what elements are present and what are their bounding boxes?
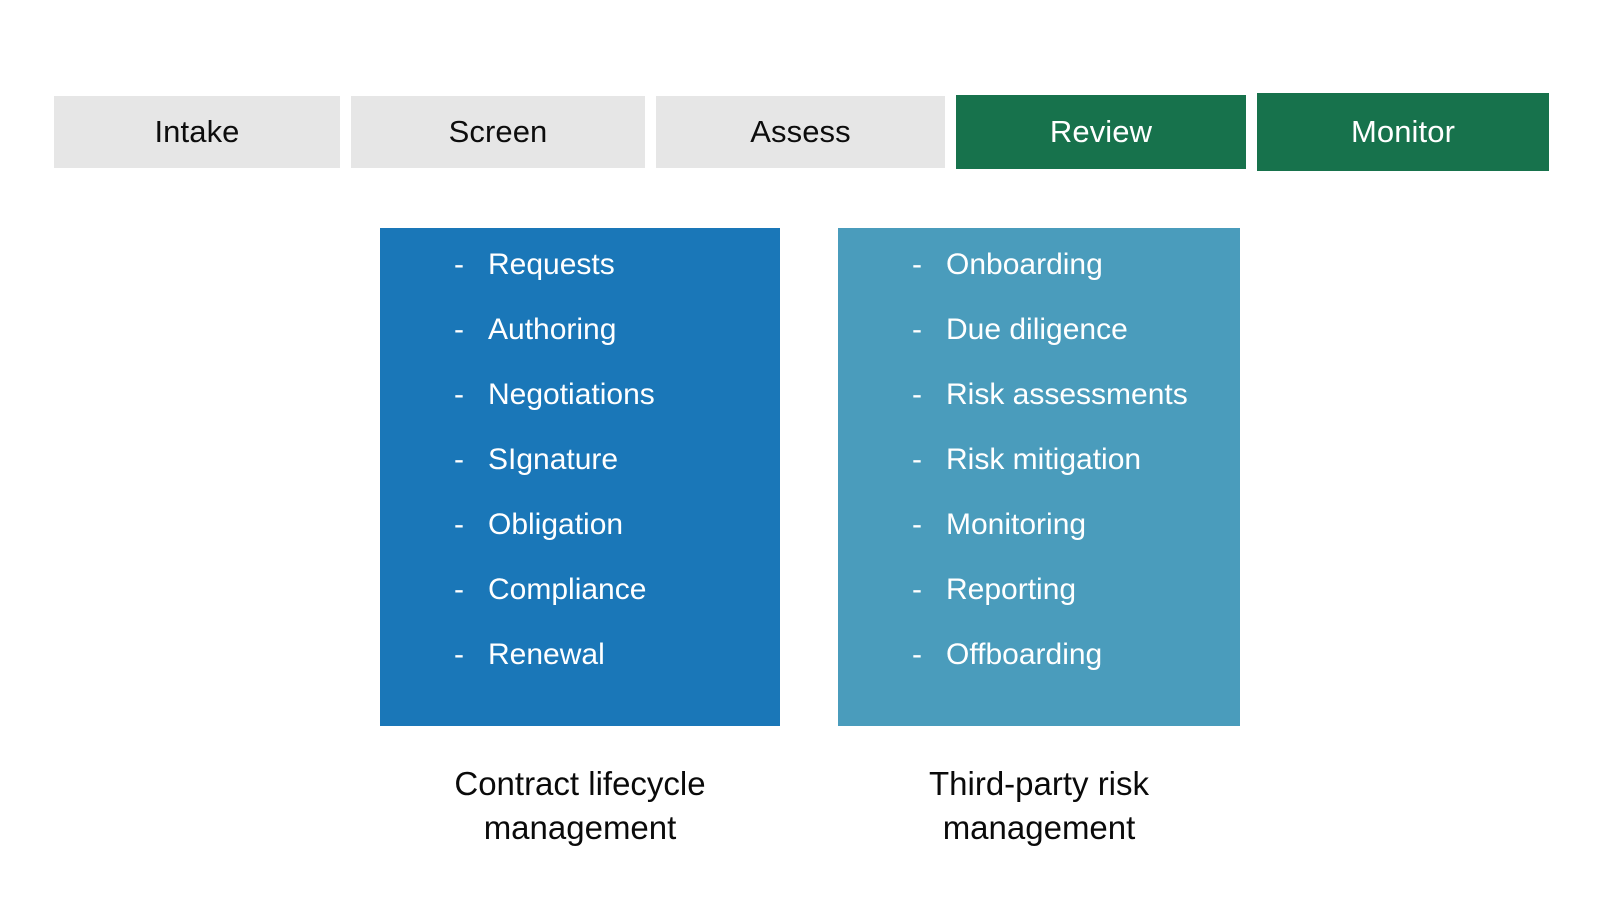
list-item[interactable]: - Due diligence [912,312,1226,380]
list-item[interactable]: - Offboarding [912,637,1226,705]
list-item-label: SIgnature [488,442,619,476]
list-item[interactable]: - Negotiations [454,377,766,445]
dash-bullet-icon: - [454,572,464,606]
list-item[interactable]: - Risk mitigation [912,442,1226,510]
list-item-label: Risk mitigation [946,442,1142,476]
list-item-label: Onboarding [946,247,1103,281]
panel-clm-caption: Contract lifecycle management [454,765,706,846]
list-item[interactable]: - Onboarding [912,247,1226,315]
tab-divider [945,96,956,168]
list-item[interactable]: - Monitoring [912,507,1226,575]
list-item-label: Authoring [488,312,617,346]
dash-bullet-icon: - [912,312,922,346]
dash-bullet-icon: - [454,247,464,281]
list-item[interactable]: - Requests [454,247,766,315]
list-item[interactable]: - Compliance [454,572,766,640]
list-item-label: Reporting [946,572,1077,606]
panel-clm-list: - Requests - Authoring - Negotiations - … [454,247,766,705]
stage-tab-review[interactable]: Review [956,95,1246,169]
list-item-label: Due diligence [946,312,1128,346]
list-item-label: Negotiations [488,377,655,411]
dash-bullet-icon: - [912,507,922,541]
stage-tab-intake[interactable]: Intake [54,96,340,168]
list-item[interactable]: - Authoring [454,312,766,380]
list-item-label: Monitoring [946,507,1087,541]
dash-bullet-icon: - [912,572,922,606]
list-item-label: Risk assessments [946,377,1188,411]
dash-bullet-icon: - [912,247,922,281]
list-item-label: Renewal [488,637,605,671]
list-item-label: Offboarding [946,637,1103,671]
process-stage-tabs: Intake Screen Assess Review Monitor [54,93,1549,171]
list-item[interactable]: - Reporting [912,572,1226,640]
stage-tab-label: Review [1049,114,1153,149]
dash-bullet-icon: - [912,442,922,476]
dash-bullet-icon: - [454,442,464,476]
dash-bullet-icon: - [912,637,922,671]
stage-tab-screen[interactable]: Screen [351,96,645,168]
panel-tprm-list: - Onboarding - Due diligence - Risk asse… [912,247,1226,705]
dash-bullet-icon: - [454,507,464,541]
list-item[interactable]: - Renewal [454,637,766,705]
panel-tprm-caption: Third-party risk management [928,765,1150,846]
dash-bullet-icon: - [454,637,464,671]
panel-contract-lifecycle-management: - Requests - Authoring - Negotiations - … [380,228,780,726]
stage-tab-assess[interactable]: Assess [656,96,945,168]
list-item-label: Obligation [488,507,624,541]
dash-bullet-icon: - [454,377,464,411]
stage-tab-label: Screen [448,114,548,149]
panel-third-party-risk-management: - Onboarding - Due diligence - Risk asse… [838,228,1240,726]
list-item[interactable]: - Obligation [454,507,766,575]
tab-divider [1246,96,1257,168]
list-item[interactable]: - Risk assessments [912,377,1226,445]
tab-divider [340,96,351,168]
list-item-label: Requests [488,247,615,281]
stage-tab-monitor[interactable]: Monitor [1257,93,1549,171]
list-item[interactable]: - SIgnature [454,442,766,510]
dash-bullet-icon: - [454,312,464,346]
stage-tab-label: Assess [750,114,851,149]
stage-tab-label: Intake [154,114,240,149]
dash-bullet-icon: - [912,377,922,411]
tab-divider [645,96,656,168]
list-item-label: Compliance [488,572,647,606]
stage-tab-label: Monitor [1350,114,1456,149]
